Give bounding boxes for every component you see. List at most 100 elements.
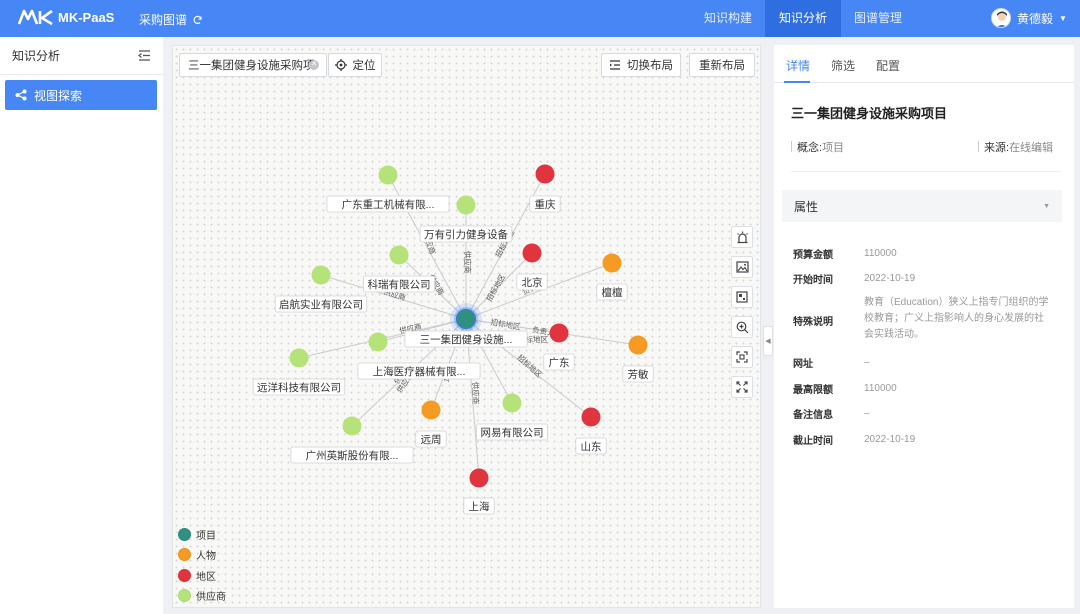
search-value: 三一集团健身设施采购项	[188, 60, 315, 72]
app-switcher[interactable]: 采购图谱	[139, 11, 203, 28]
sidebar-item-view-explore[interactable]: 视图探索	[5, 80, 157, 110]
node-label-text: 广州英斯股份有限...	[306, 449, 399, 462]
graph-node[interactable]	[549, 323, 569, 343]
graph-node[interactable]	[378, 165, 398, 185]
attributes-section-title: 属性	[794, 199, 819, 214]
zoom-in-button[interactable]	[731, 316, 753, 338]
node-label-text: 广东重工机械有限...	[342, 198, 435, 211]
export-image-button[interactable]	[731, 256, 753, 278]
graph-node[interactable]	[389, 245, 409, 265]
graph-edge[interactable]	[320, 274, 467, 320]
mk-logo-icon	[18, 9, 53, 25]
search-input[interactable]: 三一集团健身设施采购项 ✕	[179, 53, 327, 77]
top-navigation-bar: MK-PaaS 采购图谱 知识构建 知识分析 图谱管理 黄德毅 ▼	[0, 0, 1080, 37]
relayout-label: 重新布局	[699, 60, 745, 72]
qrcode-button[interactable]	[731, 286, 753, 308]
legend-item[interactable]: 供应商	[178, 586, 226, 607]
graph-node[interactable]	[311, 265, 331, 285]
fit-view-button[interactable]	[731, 346, 753, 368]
caret-down-icon: ▼	[1043, 202, 1050, 210]
attribute-value: 110000	[864, 383, 897, 394]
legend-item[interactable]: 项目	[178, 524, 226, 545]
graph-canvas[interactable]: 三一集团健身设施采购项 ✕ 定位 切换布局 重新布局 供应商供应商招标地区供应商…	[172, 45, 761, 608]
legend-label: 项目	[196, 530, 216, 542]
node-label-background	[622, 365, 654, 383]
graph-node-label: 启航实业有限公司	[274, 295, 368, 313]
brand-logo[interactable]: MK-PaaS	[18, 9, 114, 25]
legend-dot	[178, 589, 191, 603]
highlight-tool-button[interactable]	[731, 226, 753, 248]
nav-knowledge-build[interactable]: 知识构建	[704, 11, 753, 25]
sidebar-item-label: 视图探索	[34, 88, 83, 103]
node-label-text: 上海	[469, 500, 490, 513]
attribute-key: 预算金额	[793, 250, 833, 261]
graph-node[interactable]	[421, 400, 441, 420]
attribute-key: 开始时间	[793, 275, 833, 286]
tab-config[interactable]: 配置	[876, 59, 901, 73]
graph-node-label: 远周	[415, 430, 447, 448]
attribute-value: –	[864, 357, 870, 368]
legend-item[interactable]: 人物	[178, 545, 226, 566]
sidebar-title: 知识分析	[12, 49, 61, 63]
graph-edge[interactable]	[465, 252, 533, 320]
node-label-background	[357, 362, 481, 380]
legend-item[interactable]: 地区	[178, 565, 226, 586]
sidebar: 知识分析 视图探索	[0, 37, 163, 614]
attributes-section-header[interactable]: 属性 ▼	[782, 190, 1062, 222]
graph-node[interactable]	[342, 416, 362, 436]
fullscreen-icon	[736, 381, 748, 393]
attribute-value: 2022-10-19	[864, 434, 916, 445]
graph-node[interactable]	[469, 468, 489, 488]
attribute-key: 网址	[793, 359, 813, 370]
graph-node-label: 广东重工机械有限...	[326, 195, 450, 213]
node-label-background	[252, 378, 346, 396]
node-label-text: 重庆	[535, 198, 556, 211]
switch-layout-button[interactable]: 切换布局	[601, 53, 681, 77]
graph-node[interactable]	[456, 195, 476, 215]
source-value: 在线编辑	[1009, 142, 1054, 154]
node-label-background	[274, 295, 368, 313]
nav-knowledge-analysis[interactable]: 知识分析	[765, 0, 842, 37]
brand-name: MK-PaaS	[58, 9, 115, 25]
qrcode-icon	[736, 291, 748, 303]
image-icon	[735, 261, 749, 273]
edge-label: 供应商	[463, 251, 473, 274]
graph-tools	[731, 226, 753, 406]
legend-label: 供应商	[196, 592, 226, 604]
graph-node[interactable]	[289, 348, 309, 368]
collapse-menu-icon[interactable]	[138, 50, 151, 61]
locate-button[interactable]: 定位	[328, 53, 382, 77]
graph-node-label: 北京	[516, 273, 548, 291]
zoom-in-icon	[736, 321, 748, 333]
graph-node-label: 科瑞有限公司	[362, 275, 435, 293]
panel-collapse-handle[interactable]: ◀	[763, 326, 773, 356]
knowledge-graph[interactable]: 供应商供应商招标地区供应商招标地区负责人供应商供应商招标地区负责人供应商负责人供…	[173, 46, 762, 609]
chevron-left-icon: ◀	[765, 338, 771, 345]
clear-icon[interactable]: ✕	[309, 60, 319, 70]
relayout-button[interactable]: 重新布局	[689, 53, 755, 77]
detail-panel: 详情 筛选 配置 三一集团健身设施采购项目 概念:项目 来源:在线编辑 属性 ▼…	[774, 45, 1074, 608]
nav-graph-management[interactable]: 图谱管理	[854, 11, 903, 25]
node-label-text: 三一集团健身设施...	[420, 333, 513, 346]
graph-node[interactable]	[602, 253, 622, 273]
fullscreen-button[interactable]	[731, 376, 753, 398]
graph-node[interactable]	[535, 164, 555, 184]
switch-layout-label: 切换布局	[627, 60, 673, 72]
graph-node[interactable]	[581, 407, 601, 427]
graph-node[interactable]	[628, 335, 648, 355]
tab-filter[interactable]: 筛选	[831, 59, 856, 73]
concept-field: 概念:项目	[790, 139, 845, 155]
tab-details[interactable]: 详情	[786, 59, 811, 73]
center-node-label: 三一集团健身设施...	[404, 330, 528, 348]
node-label-background	[362, 275, 435, 293]
concept-value: 项目	[822, 142, 845, 154]
user-menu[interactable]: 黄德毅 ▼	[991, 8, 1067, 28]
graph-node[interactable]	[368, 332, 388, 352]
node-label-background	[404, 330, 528, 348]
legend-label: 人物	[196, 551, 216, 563]
graph-edge[interactable]	[465, 262, 613, 320]
edge-label: 供应商	[471, 382, 481, 405]
graph-node[interactable]	[522, 243, 542, 263]
graph-node[interactable]	[502, 393, 522, 413]
center-node[interactable]	[455, 308, 477, 330]
